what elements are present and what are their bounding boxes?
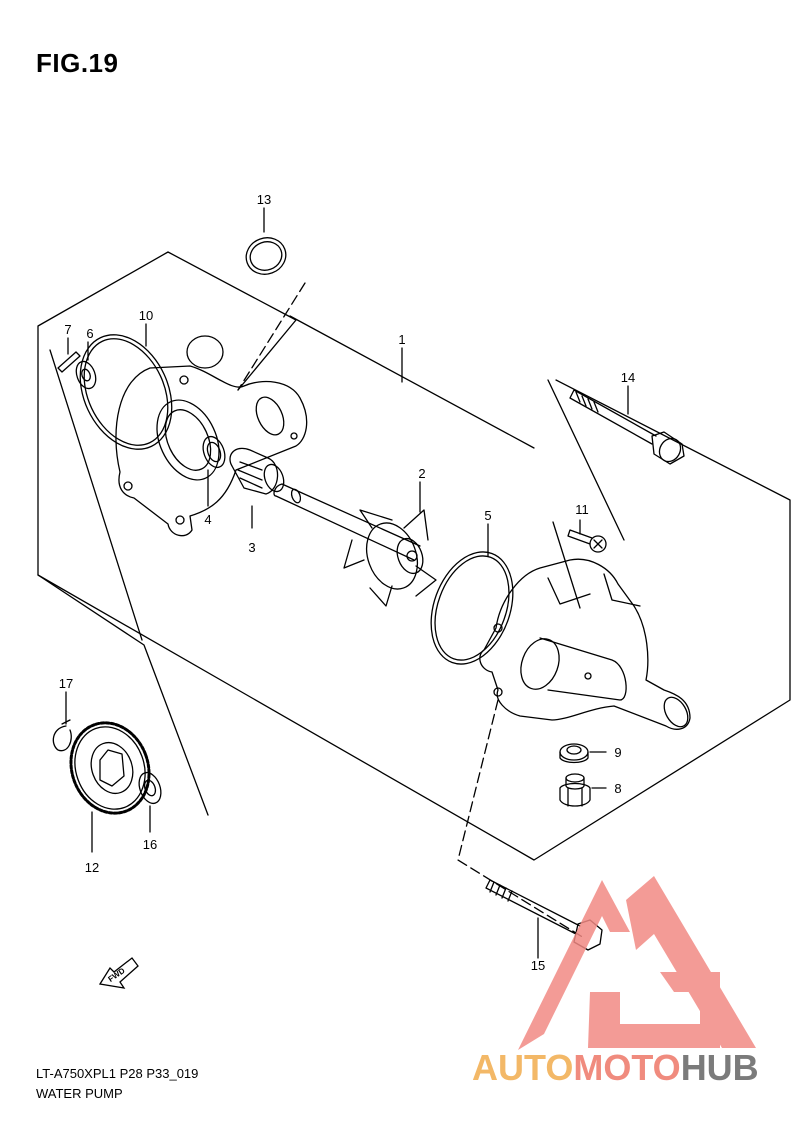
footer-section-name: WATER PUMP [36,1086,123,1101]
callout-13: 13 [257,192,271,207]
part-12-gear [69,721,151,815]
automotohub-logo-icon [518,876,756,1050]
callout-5: 5 [484,508,491,523]
fwd-arrow-icon: FWD [98,957,139,989]
part-11-screw [567,529,593,545]
figure-title: FIG.19 [36,48,119,78]
alignment-line-pin [49,349,143,641]
alignment-line-13 [237,282,306,391]
pump-cover [479,558,691,730]
part-17-circlip [52,719,72,752]
part-2-impeller [343,509,437,607]
alignment-line-11 [552,521,581,609]
callout-2: 2 [418,466,425,481]
part-7-pin [57,351,81,373]
part-15-bolt [485,879,581,935]
part-10-gasket [79,334,173,450]
part-14-bolt [569,389,657,445]
callout-6: 6 [86,326,93,341]
callout-7: 7 [64,322,71,337]
alignment-line-14 [547,379,625,541]
callout-8: 8 [614,781,621,796]
part-5-oring [430,551,514,665]
callout-11: 11 [575,502,589,517]
assembly-outline [37,251,791,861]
callout-12: 12 [85,860,99,875]
leader-lines [65,207,629,959]
callout-17: 17 [59,676,73,691]
alignment-line-15 [457,699,585,939]
callout-16: 16 [143,837,157,852]
part-8-drain-bolt [565,777,585,790]
part-3-mech-seal [229,447,279,495]
shaft [273,483,421,561]
callout-1: 1 [398,332,405,347]
watermark-text: AUTOMOTOHUB [472,1047,759,1088]
part-4-oil-seal [202,435,226,469]
callout-15: 15 [531,958,545,973]
callout-14: 14 [621,370,635,385]
callout-9: 9 [614,745,621,760]
callout-10: 10 [139,308,153,323]
callout-4: 4 [204,512,211,527]
part-6-washer [75,360,97,390]
pump-case [115,365,308,537]
assembly-outline-gear [37,574,209,816]
callout-3: 3 [248,540,255,555]
part-16-washer [138,771,162,805]
footer-model-code: LT-A750XPL1 P28 P33_019 [36,1066,199,1081]
part-10-oring-rear [186,335,224,369]
part-13-oring [245,237,287,275]
